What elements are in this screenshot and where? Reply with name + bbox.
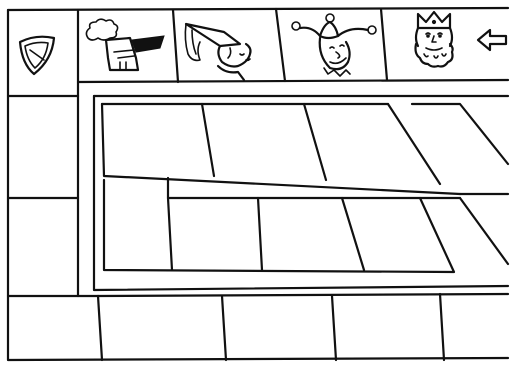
inner-space-1[interactable] xyxy=(104,106,202,174)
track-space-king[interactable] xyxy=(385,10,507,80)
track-space-left-2[interactable] xyxy=(9,199,77,295)
bottom-space-5[interactable] xyxy=(446,298,506,358)
corner-space[interactable] xyxy=(9,11,77,95)
bottom-space-4[interactable] xyxy=(338,298,442,358)
inner-space-4[interactable] xyxy=(106,182,166,268)
inner-space-3[interactable] xyxy=(316,106,416,178)
track-space-left-1[interactable] xyxy=(9,97,77,197)
inner-space-5[interactable] xyxy=(174,200,258,268)
bottom-space-3[interactable] xyxy=(228,298,334,358)
bottom-space-2[interactable] xyxy=(104,298,222,358)
inner-space-6[interactable] xyxy=(264,200,344,268)
bottom-space-1[interactable] xyxy=(10,298,98,358)
inner-space-2[interactable] xyxy=(210,106,310,174)
inner-space-7[interactable] xyxy=(352,200,436,268)
